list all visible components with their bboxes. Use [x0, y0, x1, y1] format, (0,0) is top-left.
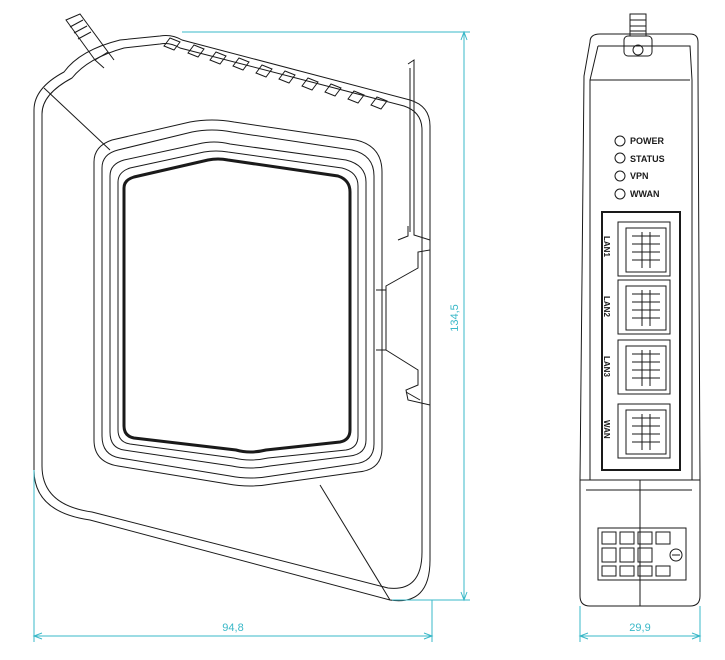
front-body-inner [589, 45, 693, 480]
side-vents [163, 37, 388, 110]
led-power-icon [614, 135, 626, 147]
side-display-screen [122, 157, 352, 454]
port-label-wan: WAN [602, 420, 611, 439]
dim-width-arrow-right [423, 632, 434, 640]
port-label-lan1: LAN1 [602, 236, 611, 257]
side-display-frame-2 [101, 129, 375, 479]
led-label-status: STATUS [630, 154, 665, 164]
port-label-lan2: LAN2 [602, 296, 611, 317]
side-display-frame-4 [117, 150, 359, 461]
led-labels: POWER STATUS VPN WWAN [630, 136, 665, 199]
ethernet-port-lan2 [617, 279, 671, 335]
side-body-crease [43, 87, 111, 151]
dim-front-arrow-right [691, 632, 702, 640]
side-inner-body-edge [41, 43, 423, 589]
ethernet-port-lan3 [617, 339, 671, 395]
side-din-clip [376, 59, 431, 406]
side-antenna-connector [65, 13, 115, 69]
dimension-labels: 134,5 94,8 29,9 [222, 304, 650, 634]
dim-height-arrow-top [460, 30, 468, 41]
front-antenna-connector [623, 13, 653, 57]
dim-width-arrow-left [32, 632, 43, 640]
power-terminal-block [597, 527, 687, 581]
side-display-frame-3 [109, 141, 367, 469]
port-label-lan3: LAN3 [602, 356, 611, 377]
dim-front-width-label: 29,9 [629, 622, 650, 634]
ethernet-port-panel [601, 211, 681, 471]
side-view [33, 13, 431, 602]
side-outer-body [33, 35, 431, 602]
dim-height-arrow-bottom [460, 591, 468, 602]
dim-width-label: 94,8 [222, 622, 243, 634]
dim-height-label: 134,5 [449, 304, 461, 332]
led-vpn-icon [614, 170, 626, 182]
dim-front-arrow-left [578, 632, 589, 640]
ethernet-port-wan [617, 403, 671, 459]
led-wwan-icon [614, 188, 626, 200]
led-label-vpn: VPN [630, 171, 649, 181]
port-labels: LAN1 LAN2 LAN3 WAN [602, 236, 611, 439]
led-label-wwan: WWAN [630, 189, 660, 199]
led-label-power: POWER [630, 136, 665, 146]
dimension-lines [32, 30, 702, 642]
side-body-crease-2 [319, 484, 391, 601]
ethernet-port-lan1 [617, 221, 671, 277]
side-display-frame-outer [93, 119, 383, 487]
led-status-icon [614, 152, 626, 164]
front-body-outline [579, 33, 701, 607]
front-view [579, 13, 701, 607]
